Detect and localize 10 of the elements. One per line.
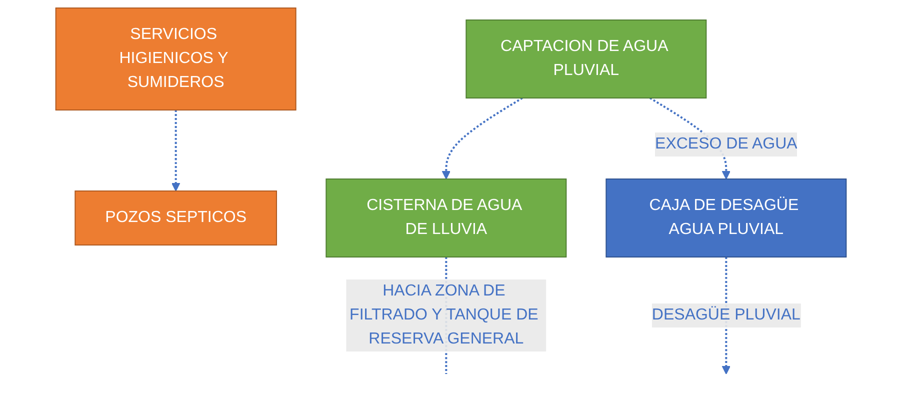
node-box: CAJA DE DESAGÜE AGUA PLUVIAL xyxy=(606,178,847,258)
node-box: SERVICIOS HIGIENICOS Y SUMIDEROS xyxy=(55,8,296,110)
edge-label: HACIA ZONA DE FILTRADO Y TANQUE DE RESERVA GENERAL xyxy=(350,282,538,348)
arrow xyxy=(442,97,523,180)
edge-label: DESAGÜE PLUVIAL xyxy=(652,306,800,324)
node-box: CAPTACION DE AGUA PLUVIAL xyxy=(466,20,707,98)
arrow xyxy=(171,110,180,192)
node-box: CISTERNA DE AGUA DE LLUVIA xyxy=(326,178,567,258)
node-box: POZOS SEPTICOS xyxy=(74,190,277,246)
edge-label: EXCESO DE AGUA xyxy=(655,136,798,152)
